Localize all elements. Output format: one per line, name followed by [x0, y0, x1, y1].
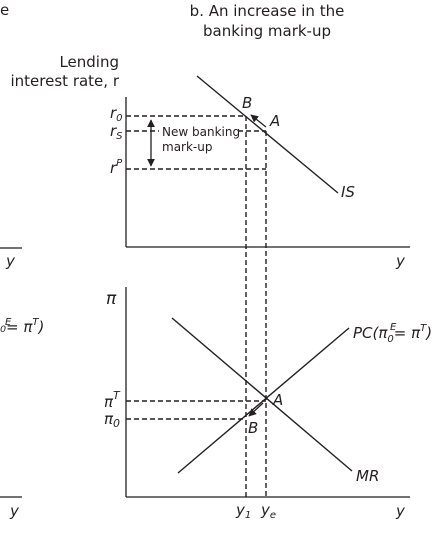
- annotation-line2: mark-up: [162, 140, 212, 154]
- top-x-axis-label: y: [395, 252, 406, 270]
- bottom-panel: π y πT π0 MR PC(π0= πT) E A B y1 ye: [104, 287, 432, 521]
- tick-y1: y1: [235, 501, 251, 521]
- tick-rp: rP: [110, 158, 123, 177]
- top-point-a: A: [269, 112, 280, 130]
- bottom-point-a: A: [272, 391, 283, 409]
- bottom-arrow-a-to-b: [248, 402, 264, 417]
- panel-title-line1: b. An increase in the: [190, 2, 345, 20]
- tick-pi0: π0: [104, 410, 120, 430]
- top-point-b: B: [242, 94, 252, 112]
- left-pc-label-fragment: ₀= πT): [0, 317, 44, 336]
- left-bottom-x-label: y: [9, 502, 20, 520]
- tick-r0: r0: [110, 104, 123, 124]
- left-pc-label-sup-e: E: [5, 317, 12, 328]
- pc-curve-label: PC(π0= πT): [353, 323, 432, 345]
- pc-curve: [177, 327, 350, 474]
- tick-ye: ye: [260, 501, 276, 521]
- left-top-x-label: y: [5, 252, 16, 270]
- bottom-x-axis-label: y: [395, 502, 406, 520]
- panel-title-line2: banking mark-up: [203, 22, 331, 40]
- mr-curve: [171, 317, 353, 472]
- mr-curve-label: MR: [356, 467, 379, 485]
- top-arrow-a-to-b: [250, 114, 267, 128]
- tick-pi-target: πT: [104, 389, 121, 411]
- pc-curve-label-sup-e: E: [390, 322, 397, 333]
- annotation-line1: New banking: [162, 125, 240, 139]
- tick-rs: rS: [110, 122, 123, 142]
- annotation-background: [159, 124, 239, 154]
- bottom-y-axis-label: π: [106, 289, 117, 309]
- left-header-fragment: e: [0, 1, 9, 19]
- top-panel: Lending interest rate, r y r0 rS rP IS B…: [11, 53, 410, 270]
- top-y-axis-label-line2: interest rate, r: [11, 72, 120, 90]
- top-y-axis-label-line1: Lending: [59, 53, 119, 71]
- left-panel-fragments: e y ₀= πT) E y: [0, 1, 44, 520]
- is-curve: [196, 75, 339, 194]
- is-curve-label: IS: [341, 183, 355, 201]
- bottom-point-b: B: [248, 419, 258, 437]
